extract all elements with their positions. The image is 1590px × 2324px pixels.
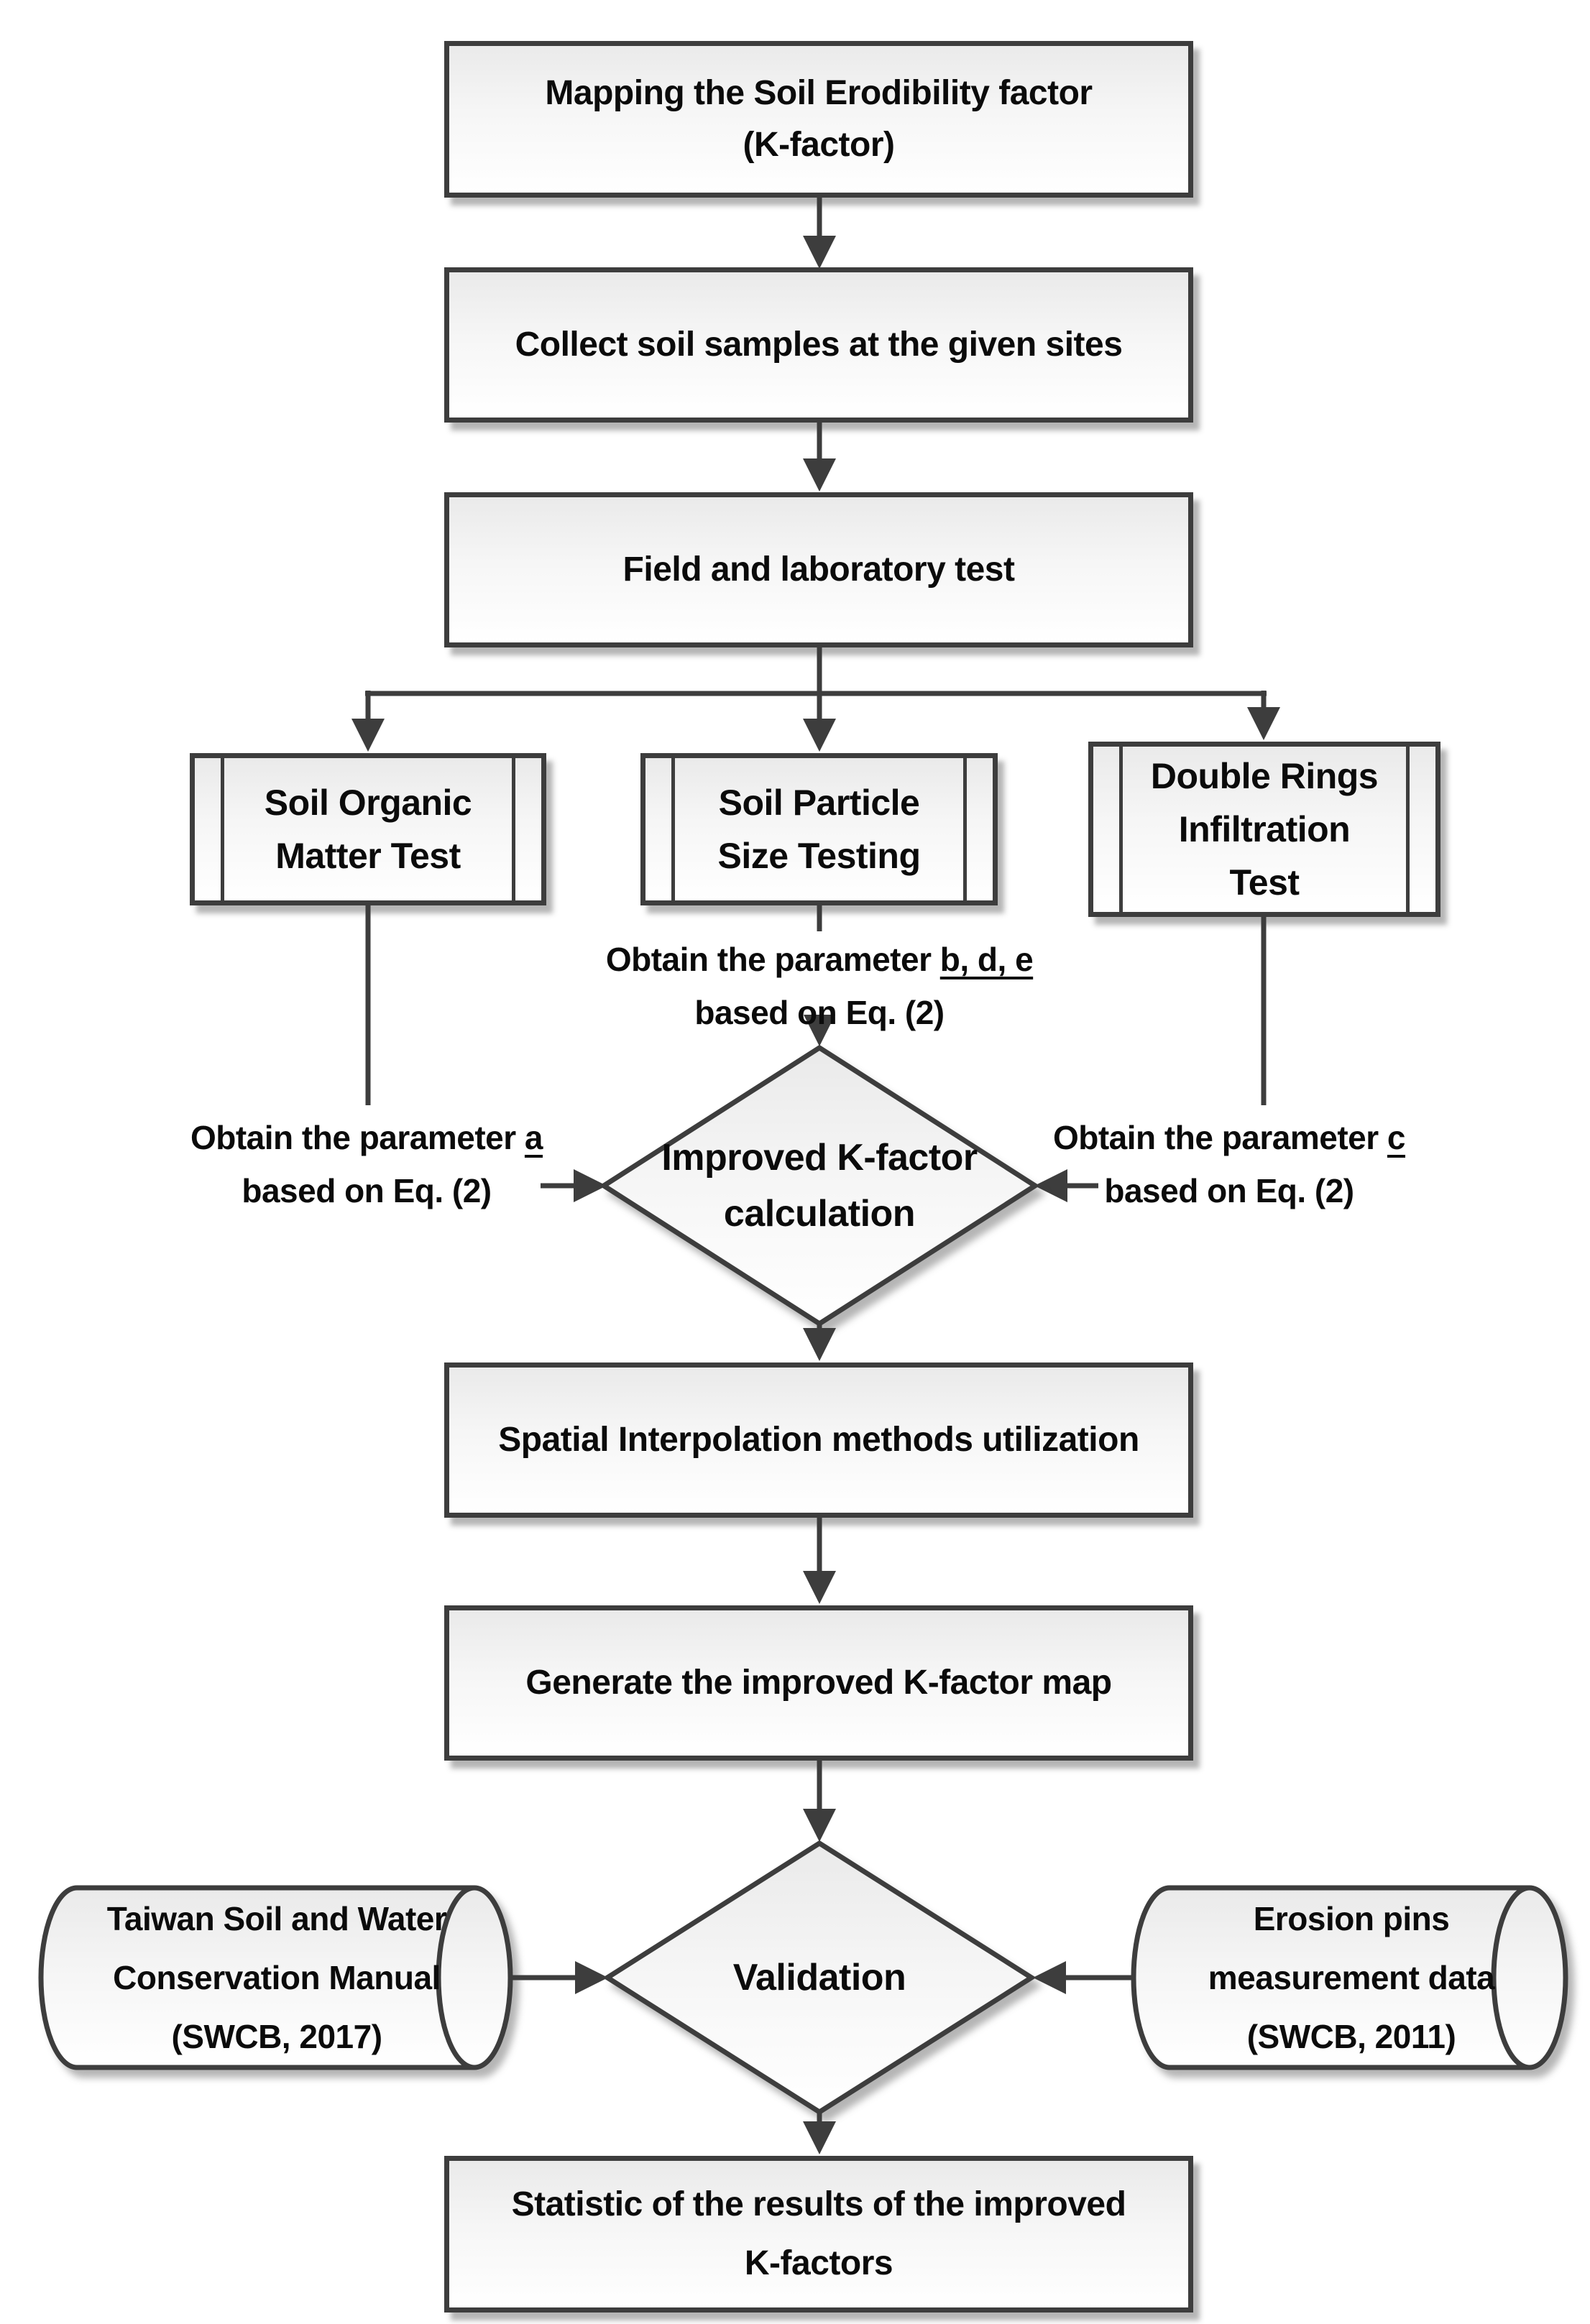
node-soil-particle-size-testing-label: Soil Particle Size Testing: [717, 783, 921, 876]
annotation-param-c-line1: Obtain the parameter c: [1028, 1111, 1430, 1164]
node-collect-samples-label: Collect soil samples at the given sites: [515, 326, 1123, 364]
node-statistic-of-results-label: Statistic of the results of the improved…: [511, 2185, 1126, 2282]
annotation-param-value: a: [524, 1119, 543, 1156]
annotation-param-value: c: [1387, 1119, 1406, 1156]
annotation-param-c-line2: based on Eq. (2): [1104, 1172, 1354, 1209]
arrow-manual-to-validation: [512, 1961, 608, 1994]
node-generate-k-factor-map: Generate the improved K-factor map: [444, 1605, 1193, 1761]
arrow-spatial-to-generate: [803, 1518, 836, 1604]
predefined-bar: [963, 758, 967, 900]
predefined-bar: [1406, 747, 1410, 912]
node-spatial-interpolation: Spatial Interpolation methods utilizatio…: [444, 1362, 1193, 1518]
annotation-param-value: b, d, e: [939, 941, 1034, 978]
node-soil-particle-size-testing: Soil Particle Size Testing: [640, 753, 998, 905]
node-generate-k-factor-map-label: Generate the improved K-factor map: [525, 1664, 1112, 1702]
cylinder-taiwan-manual: [38, 1885, 513, 2070]
annotation-param-c: Obtain the parameter c based on Eq. (2): [1028, 1111, 1430, 1217]
node-field-lab-test-label: Field and laboratory test: [622, 550, 1015, 589]
annotation-param-bde: Obtain the parameter b, d, e based on Eq…: [532, 933, 1107, 1039]
node-double-rings-infiltration-test: Double Rings Infiltration Test: [1088, 742, 1440, 917]
predefined-bar: [1119, 747, 1123, 912]
arrow-diamond-to-spatial: [803, 1324, 836, 1361]
node-statistic-of-results: Statistic of the results of the improved…: [444, 2156, 1193, 2313]
annotation-text: Obtain the parameter: [605, 941, 940, 978]
annotation-text: Obtain the parameter: [1052, 1119, 1387, 1156]
predefined-bar: [671, 758, 675, 900]
node-field-lab-test: Field and laboratory test: [444, 492, 1193, 647]
arrow-collect-to-field: [803, 423, 836, 492]
annotation-param-a: Obtain the parameter a based on Eq. (2): [151, 1111, 582, 1217]
node-spatial-interpolation-label: Spatial Interpolation methods utilizatio…: [498, 1421, 1139, 1459]
annotation-param-bde-line2: based on Eq. (2): [694, 994, 945, 1031]
arrow-mapping-to-collect: [803, 198, 836, 269]
arrow-erosion-to-validation: [1033, 1961, 1132, 1994]
arrow-param-a-to-diamond: [541, 1169, 607, 1202]
arrow-param-c-to-diamond: [1034, 1169, 1098, 1202]
predefined-bar: [221, 758, 224, 900]
diamond-validation: [602, 1840, 1037, 2116]
node-mapping-k-factor: Mapping the Soil Erodibility factor (K-f…: [444, 41, 1193, 198]
predefined-bar: [512, 758, 515, 900]
arrow-validation-to-statistic: [803, 2112, 836, 2154]
node-collect-samples: Collect soil samples at the given sites: [444, 267, 1193, 423]
cylinder-erosion-pins: [1131, 1885, 1568, 2070]
diamond-improved-k-factor: [599, 1044, 1040, 1327]
annotation-param-a-line2: based on Eq. (2): [242, 1172, 492, 1209]
arrow-param-bde-to-diamond: [804, 1015, 835, 1046]
arrow-generate-to-validation: [803, 1761, 836, 1842]
node-soil-organic-matter-test: Soil Organic Matter Test: [190, 753, 546, 905]
annotation-text: Obtain the parameter: [190, 1119, 525, 1156]
annotation-param-bde-line1: Obtain the parameter b, d, e: [532, 933, 1107, 986]
node-mapping-k-factor-label: Mapping the Soil Erodibility factor (K-f…: [545, 74, 1093, 164]
branch-field-to-tests: [351, 647, 1280, 752]
node-soil-organic-matter-test-label: Soil Organic Matter Test: [264, 783, 472, 876]
annotation-param-a-line1: Obtain the parameter a: [151, 1111, 582, 1164]
node-double-rings-infiltration-test-label: Double Rings Infiltration Test: [1150, 756, 1379, 903]
